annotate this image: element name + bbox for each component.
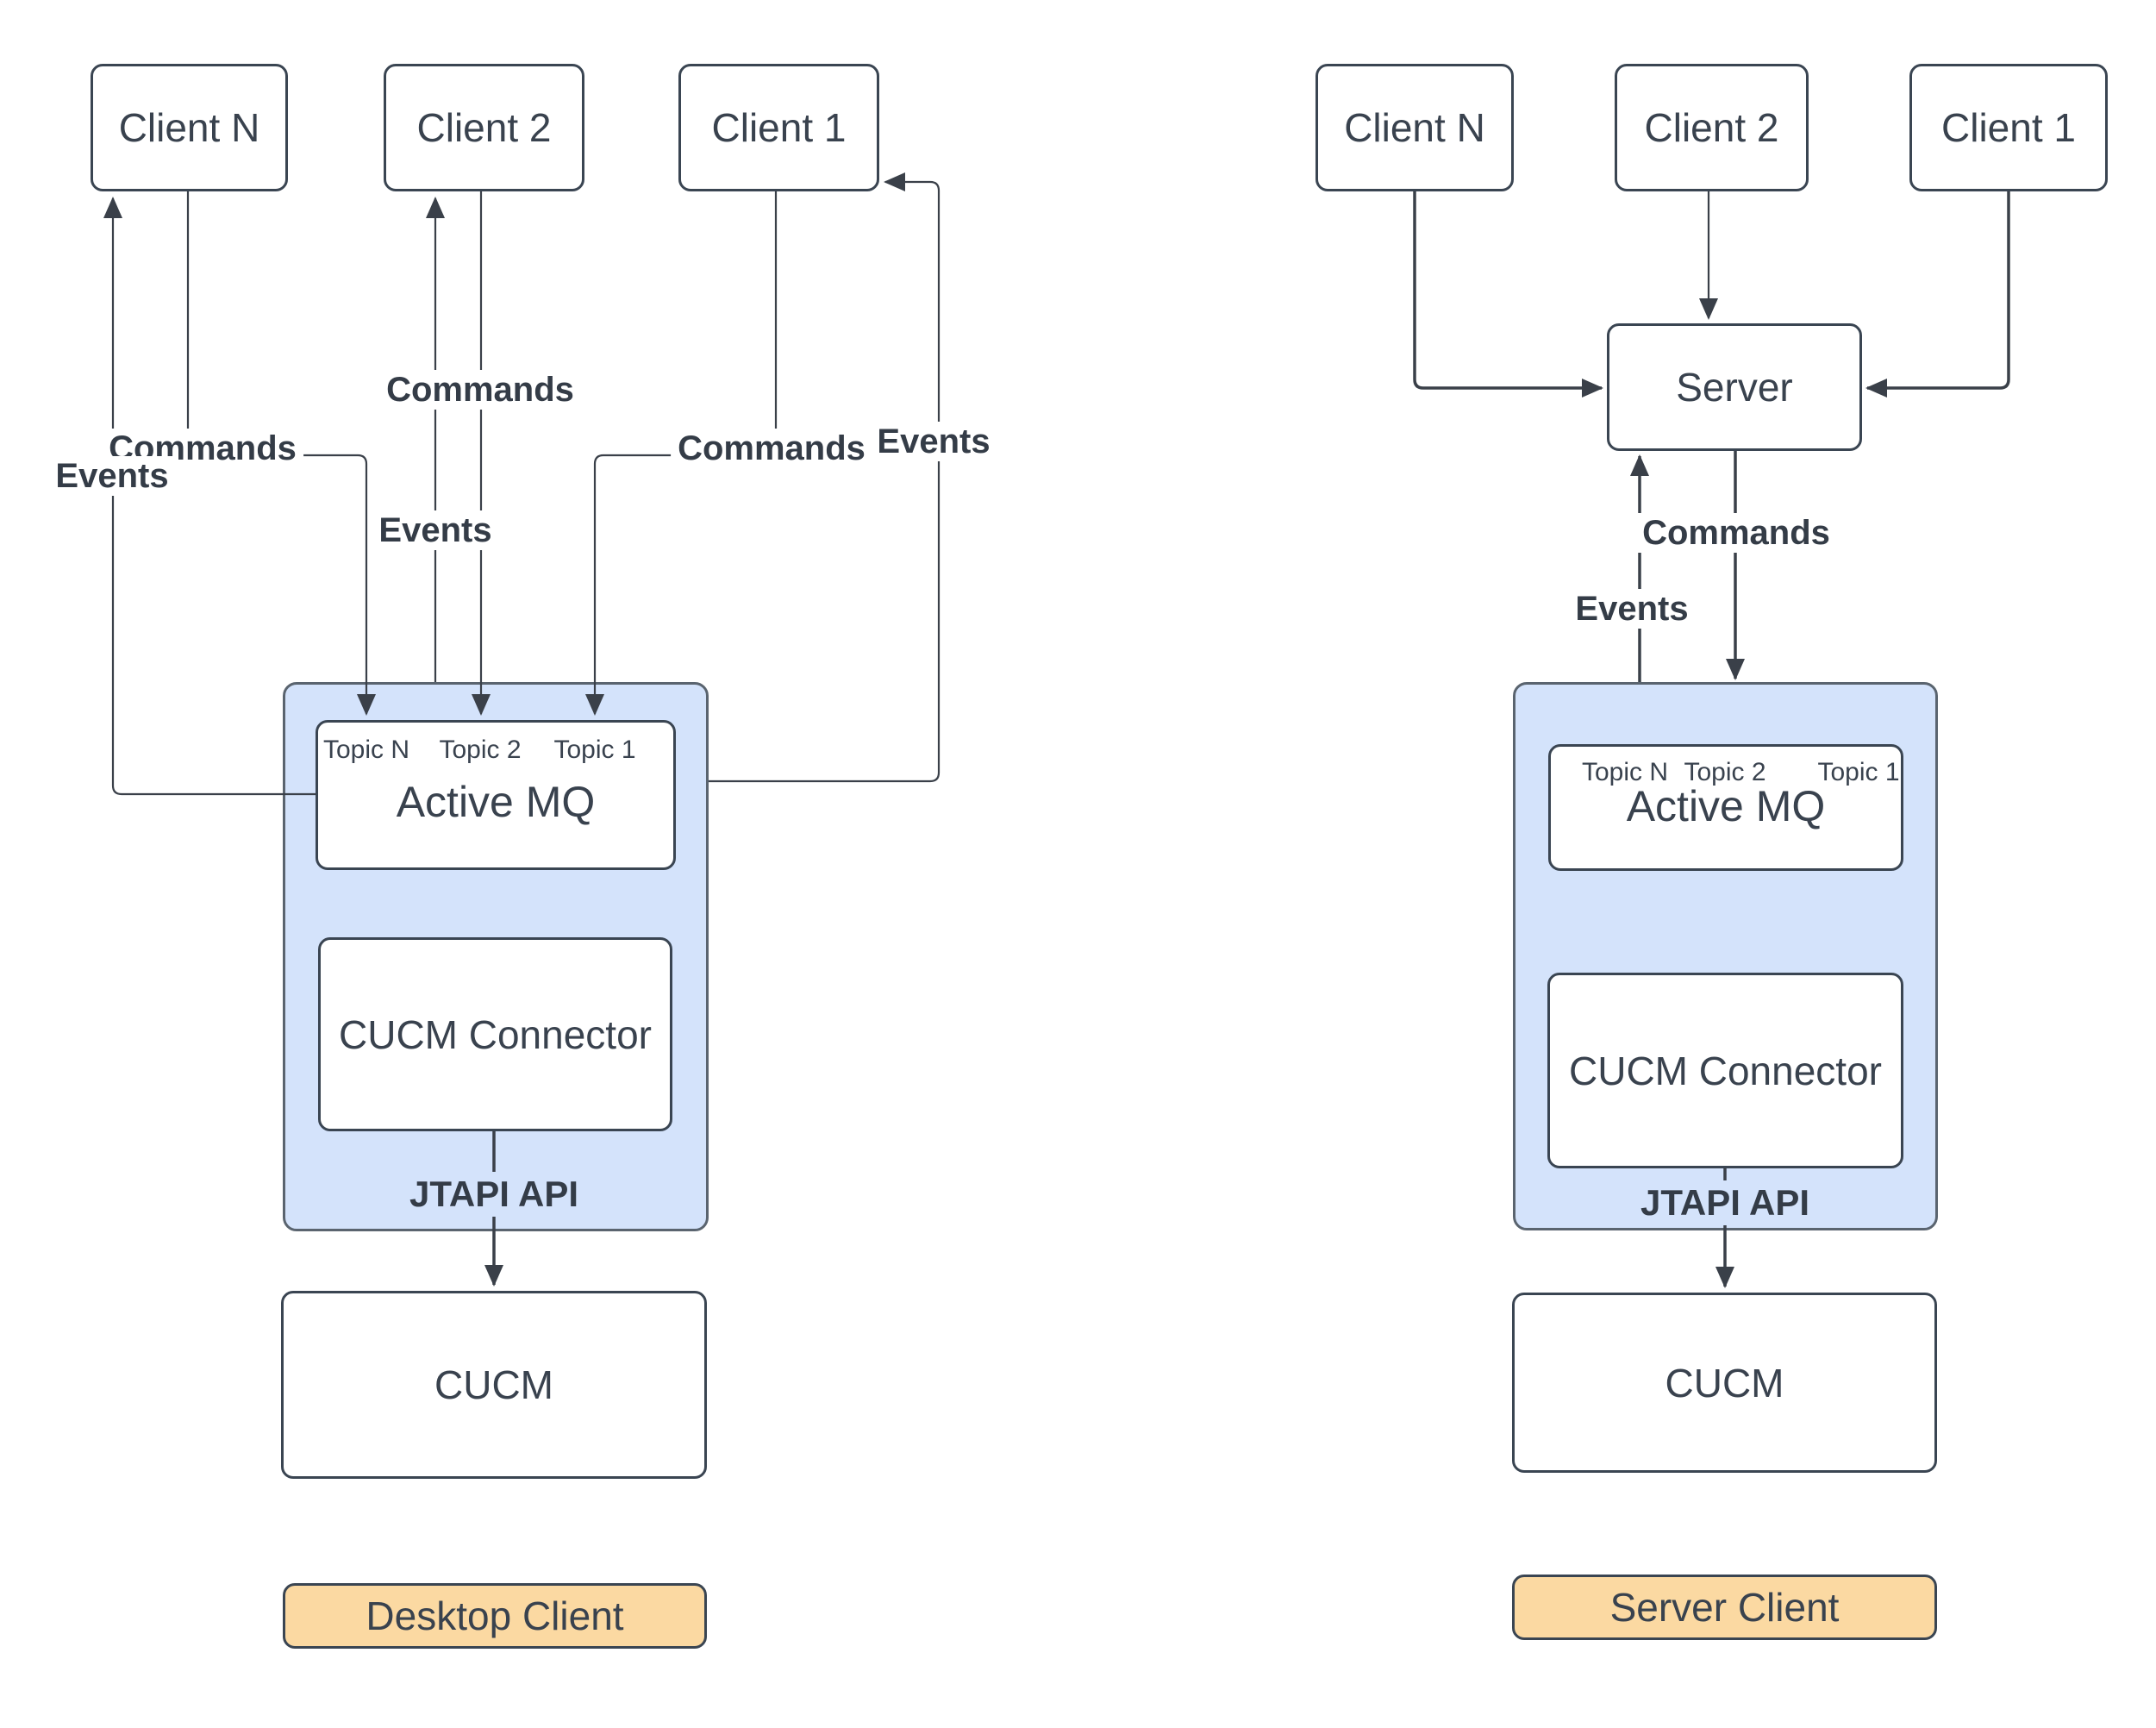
right-client-1-label: Client 1 [1941,105,2076,150]
edge-right-client-1-server [1865,191,2010,398]
right-topic-n-label: Topic N [1581,758,1669,786]
right-client-1-box: Client 1 [1909,64,2108,191]
left-client-n-box: Client N [91,64,288,191]
left-cucm-label: CUCM [434,1362,553,1407]
left-activemq-label: Active MQ [396,778,596,826]
left-events-client-n-label: Events [48,456,176,496]
right-topic-2-label: Topic 2 [1684,758,1766,786]
right-server-box: Server [1607,323,1862,451]
left-commands-client-2-label: Commands [379,370,581,410]
right-topic-1-label: Topic 1 [1817,758,1900,786]
left-events-client-1-label: Events [870,422,997,461]
right-cucm-label: CUCM [1665,1360,1784,1406]
left-topic-n-label: Topic N [322,736,410,764]
right-caption-box: Server Client [1512,1575,1937,1640]
right-client-n-label: Client N [1344,105,1485,150]
left-activemq-box [316,720,676,870]
left-cucm-connector-label: CUCM Connector [339,1011,652,1057]
right-commands-label: Commands [1635,513,1837,553]
edge-right-client-n-server [1413,191,1603,398]
right-cucm-connector-box: CUCM Connector [1547,973,1903,1168]
right-events-label: Events [1568,589,1696,629]
left-jtapi-api-label: JTAPI API [400,1172,588,1217]
edge-left-events-client-1 [709,172,941,783]
right-caption-label: Server Client [1609,1585,1840,1630]
left-client-n-label: Client N [118,105,260,150]
right-server-label: Server [1676,365,1793,410]
right-jtapi-api-label: JTAPI API [1631,1180,1819,1225]
right-client-n-box: Client N [1315,64,1514,191]
right-cucm-box: CUCM [1512,1293,1937,1473]
left-client-1-label: Client 1 [711,105,847,150]
right-cucm-connector-label: CUCM Connector [1569,1048,1882,1093]
left-client-2-box: Client 2 [384,64,584,191]
left-caption-label: Desktop Client [366,1593,624,1638]
left-cucm-box: CUCM [281,1291,707,1479]
left-cucm-connector-box: CUCM Connector [318,937,672,1131]
left-client-1-box: Client 1 [678,64,879,191]
left-topic-2-label: Topic 2 [439,736,522,764]
left-commands-client-1-label: Commands [671,429,872,468]
right-activemq-label: Active MQ [1626,782,1826,830]
right-client-2-label: Client 2 [1644,105,1779,150]
left-events-client-2-label: Events [372,510,499,550]
right-activemq-box [1548,744,1903,871]
left-client-2-label: Client 2 [416,105,552,150]
left-caption-box: Desktop Client [283,1583,707,1649]
left-topic-1-label: Topic 1 [553,736,636,764]
right-client-2-box: Client 2 [1615,64,1809,191]
